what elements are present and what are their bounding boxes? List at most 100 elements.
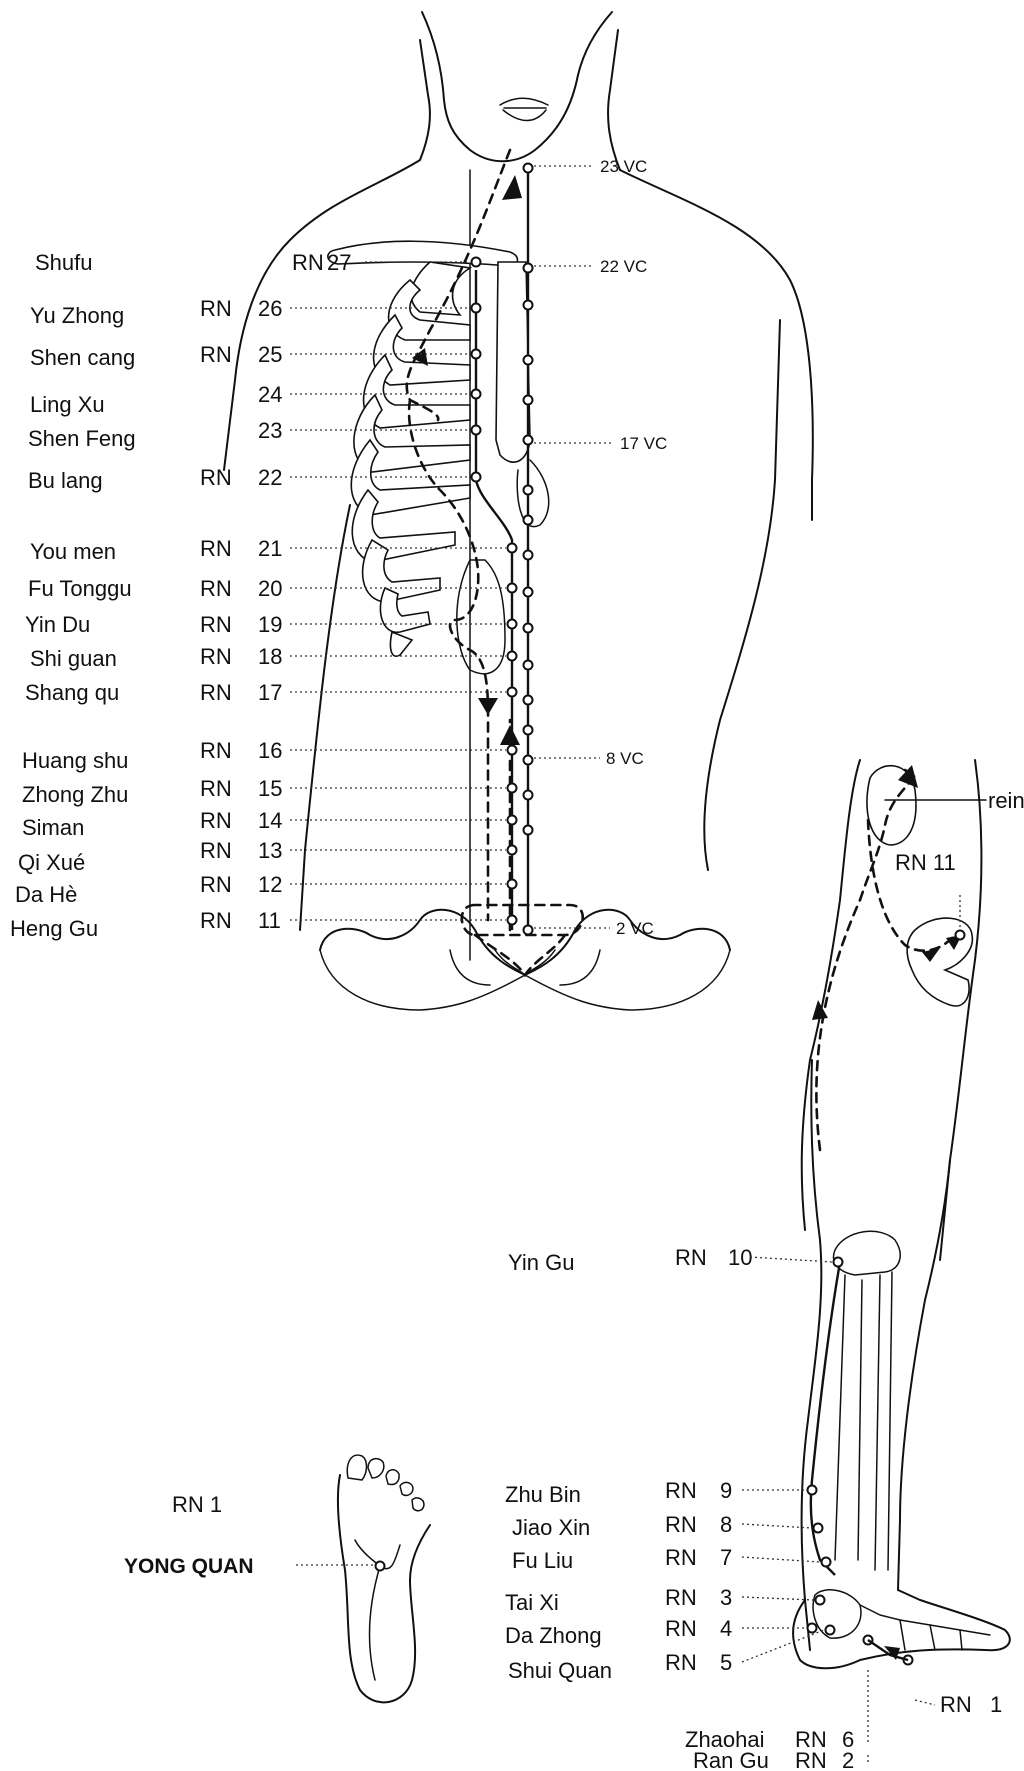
point-rn26 — [472, 304, 481, 313]
leg-num-ran-gu: 2 — [842, 1748, 854, 1771]
label-rn23-num: 23 — [258, 418, 282, 443]
label-rn11-rn: RN — [200, 908, 232, 933]
point-rn23 — [472, 426, 481, 435]
label-rn19-rn: RN — [200, 612, 232, 637]
leg-point-zhu_bin — [808, 1486, 817, 1495]
name-shufu: Shufu — [35, 250, 93, 275]
vc-point — [524, 264, 533, 273]
leg-rn-shui_quan: RN — [665, 1650, 697, 1675]
leg-point-labels: Yin GuRN10Zhu BinRN9Jiao XinRN8Fu LiuRN7… — [505, 1245, 1002, 1771]
label-rn12-rn: RN — [200, 872, 232, 897]
leg-num-fu_liu: 7 — [720, 1545, 732, 1570]
label-rn17-rn: RN — [200, 680, 232, 705]
vc-point — [524, 661, 533, 670]
name-shang-qu: Shang qu — [25, 680, 119, 705]
hip-rn11-point — [956, 931, 965, 940]
label-vc2: 2 VC — [616, 919, 654, 938]
arrow-up-abdomen — [500, 725, 520, 745]
name-shi-guan: Shi guan — [30, 646, 117, 671]
label-rn27-num: 27 — [327, 250, 351, 275]
leg-point-fu_liu — [822, 1558, 831, 1567]
sole-rn1-label: RN 1 — [172, 1492, 222, 1517]
leg-rn-ran-gu: RN — [795, 1748, 827, 1771]
point-rn12 — [508, 880, 517, 889]
name-zhong-zhu: Zhong Zhu — [22, 782, 128, 807]
vc-point — [524, 588, 533, 597]
name-shen-feng: Shen Feng — [28, 426, 136, 451]
leg-outline — [793, 1060, 1010, 1668]
hip-rn11-label: RN 11 — [895, 850, 956, 875]
vc-point — [524, 301, 533, 310]
pelvis-outline — [320, 910, 730, 1010]
leg-point-tai_xi — [816, 1596, 825, 1605]
label-rn17-num: 17 — [258, 680, 282, 705]
point-rn11 — [508, 916, 517, 925]
label-vc22: 22 VC — [600, 257, 647, 276]
point-rn21 — [508, 544, 517, 553]
vc-point — [524, 696, 533, 705]
vc-point — [524, 791, 533, 800]
label-rn11-num: 11 — [258, 908, 281, 933]
point-rn17 — [508, 688, 517, 697]
name-yin-du: Yin Du — [25, 612, 90, 637]
point-rn15 — [508, 784, 517, 793]
label-rn16-num: 16 — [258, 738, 282, 763]
sole-yongquan-point — [376, 1562, 385, 1571]
label-rn12-num: 12 — [258, 872, 282, 897]
leg-rn-tai_xi: RN — [665, 1585, 697, 1610]
leg-name-da_zhong: Da Zhong — [505, 1623, 602, 1648]
name-siman: Siman — [22, 815, 84, 840]
label-rn13-num: 13 — [258, 838, 282, 863]
label-vc17: 17 VC — [620, 434, 667, 453]
leg-num-jiao_xin: 8 — [720, 1512, 732, 1537]
point-rn20 — [508, 584, 517, 593]
vc-point — [524, 516, 533, 525]
vc-point — [524, 826, 533, 835]
sole-outline — [338, 1455, 430, 1702]
point-rn25 — [472, 350, 481, 359]
sole-yongquan-label: YONG QUAN — [124, 1555, 254, 1578]
name-you-men: You men — [30, 539, 116, 564]
leg-name-yin_gu: Yin Gu — [508, 1250, 574, 1275]
point-rn16 — [508, 746, 517, 755]
torso-outline — [224, 12, 813, 960]
name-fu-tonggu: Fu Tonggu — [28, 576, 132, 601]
point-rn13 — [508, 846, 517, 855]
label-rn14-num: 14 — [258, 808, 282, 833]
point-rn24 — [472, 390, 481, 399]
leg-num-shui_quan: 5 — [720, 1650, 732, 1675]
label-rn26-num: 26 — [258, 296, 282, 321]
leg-num-da_zhong: 4 — [720, 1616, 732, 1641]
vc-point — [524, 726, 533, 735]
leg-point-jiao_xin — [814, 1524, 823, 1533]
leg-num-yin_gu: 10 — [728, 1245, 752, 1270]
name-shen-cang: Shen cang — [30, 345, 135, 370]
leg-rn-fu_liu: RN — [665, 1545, 697, 1570]
leg-name-shui_quan: Shui Quan — [508, 1658, 612, 1683]
label-rn22-num: 22 — [258, 465, 282, 490]
leg-point-da_zhong — [808, 1624, 817, 1633]
leg-name-ran-gu: Ran Gu — [693, 1748, 769, 1771]
hip-view: rein RN 11 — [802, 760, 1024, 1260]
point-rn19 — [508, 620, 517, 629]
leg-point-yin_gu — [834, 1258, 843, 1267]
label-rn18-num: 18 — [258, 644, 282, 669]
label-rn15-num: 15 — [258, 776, 282, 801]
label-rn20-num: 20 — [258, 576, 282, 601]
point-rn18 — [508, 652, 517, 661]
label-rn14-rn: RN — [200, 808, 232, 833]
label-rn21-num: 21 — [258, 536, 282, 561]
vc-point — [524, 486, 533, 495]
arrow-up-neck — [502, 175, 522, 200]
name-huang-shu: Huang shu — [22, 748, 128, 773]
leg-name-fu_liu: Fu Liu — [512, 1548, 573, 1573]
label-rn24-num: 24 — [258, 382, 282, 407]
label-rn13-rn: RN — [200, 838, 232, 863]
label-rn26-rn: RN — [200, 296, 232, 321]
point-rn22 — [472, 473, 481, 482]
vc-point — [524, 356, 533, 365]
label-rn20-rn: RN — [200, 576, 232, 601]
name-bu-lang: Bu lang — [28, 468, 103, 493]
